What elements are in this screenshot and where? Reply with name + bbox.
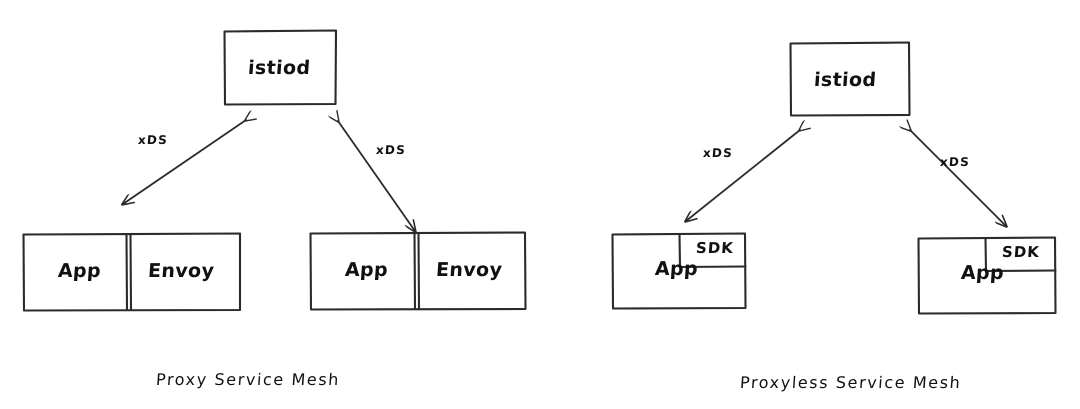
- workload-box-right-2: [917, 236, 1057, 315]
- istiod-box-left: [223, 29, 338, 106]
- app-label-left-2: App: [344, 259, 389, 281]
- istiod-label-left: istiod: [247, 57, 312, 79]
- workload-box-right-1: [611, 232, 747, 310]
- caption-proxyless-service-mesh: Proxyless Service Mesh: [739, 373, 963, 392]
- xds-label-left-1: xDS: [137, 133, 169, 147]
- app-label-left-1: App: [57, 260, 102, 282]
- xds-label-right-2: xDS: [939, 155, 971, 169]
- xds-label-right-1: xDS: [702, 146, 734, 160]
- workload-box-left-2: [309, 231, 527, 311]
- envoy-label-left-2: Envoy: [435, 259, 504, 281]
- app-label-right-2: App: [960, 262, 1005, 284]
- workload-box-left-1: [22, 232, 242, 312]
- istiod-label-right: istiod: [813, 69, 878, 91]
- app-label-right-1: App: [654, 258, 699, 280]
- xds-arrow-left-1: [123, 120, 246, 204]
- sdk-label-right-1: SDK: [695, 239, 735, 257]
- envoy-label-left-1: Envoy: [147, 260, 216, 282]
- xds-arrow-right-2: [910, 130, 1006, 226]
- xds-arrow-right-1: [686, 130, 800, 221]
- istiod-box-right: [789, 41, 911, 117]
- xds-label-left-2: xDS: [375, 143, 407, 157]
- caption-proxy-service-mesh: Proxy Service Mesh: [155, 370, 341, 389]
- sdk-label-right-2: SDK: [1001, 243, 1041, 261]
- xds-arrow-left-2: [338, 121, 415, 231]
